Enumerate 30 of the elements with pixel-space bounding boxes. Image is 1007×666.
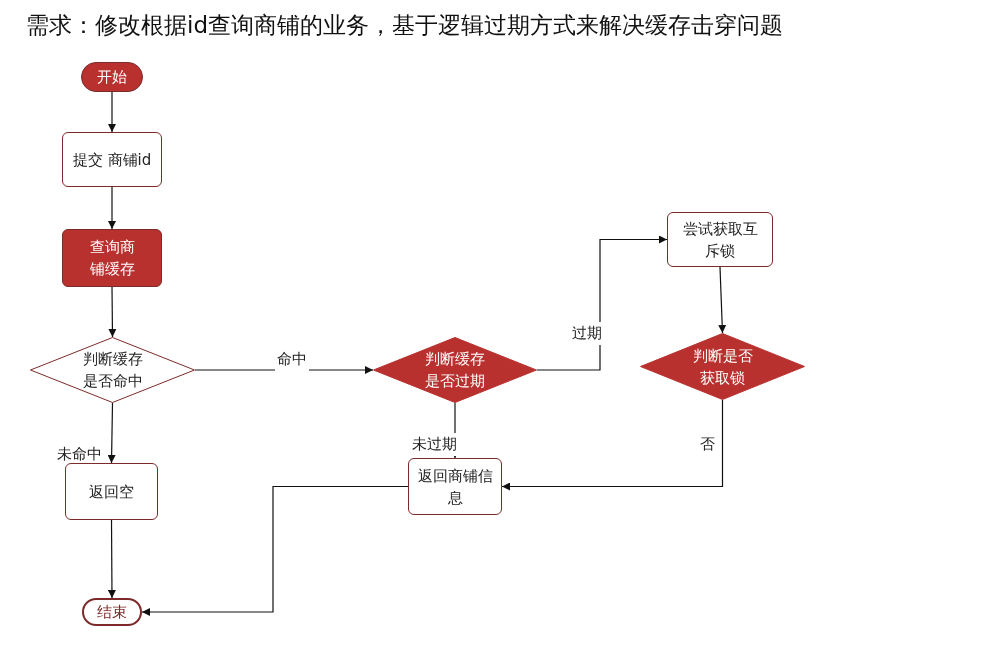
decision-diamond: 判断是否获取锁 — [640, 333, 805, 400]
node-label: 查询商铺缓存 — [88, 237, 136, 280]
arrow — [501, 399, 724, 491]
process-box — [65, 463, 158, 520]
process-box — [667, 212, 773, 267]
start-terminal — [81, 62, 143, 92]
edge-label: 过期 — [570, 322, 604, 345]
title: 需求：修改根据id查询商铺的业务，基于逻辑过期方式来解决缓存击穿问题 — [26, 11, 783, 40]
node-label: 开始 — [96, 67, 128, 88]
decision-diamond: 判断缓存是否命中 — [30, 337, 195, 403]
decision-diamond: 判断缓存是否过期 — [373, 337, 537, 403]
arrow — [108, 286, 117, 338]
edge-label: 命中 — [275, 348, 309, 371]
process-box — [408, 458, 502, 515]
process-box — [62, 229, 162, 287]
node-label: 返回空 — [88, 481, 135, 503]
arrow — [107, 519, 116, 599]
process-box — [62, 132, 162, 187]
node-label: 返回商铺信息 — [416, 465, 494, 509]
arrow — [141, 485, 409, 616]
node-label: 提交 商铺id — [71, 149, 153, 171]
end-terminal — [82, 598, 142, 626]
arrow — [536, 235, 668, 371]
node-label: 尝试获取互斥锁 — [681, 218, 759, 262]
arrow — [107, 402, 116, 464]
arrow — [718, 266, 727, 334]
node-label: 结束 — [96, 602, 128, 623]
edge-label: 未过期 — [410, 433, 459, 456]
arrow — [108, 186, 116, 230]
arrow — [108, 91, 116, 133]
